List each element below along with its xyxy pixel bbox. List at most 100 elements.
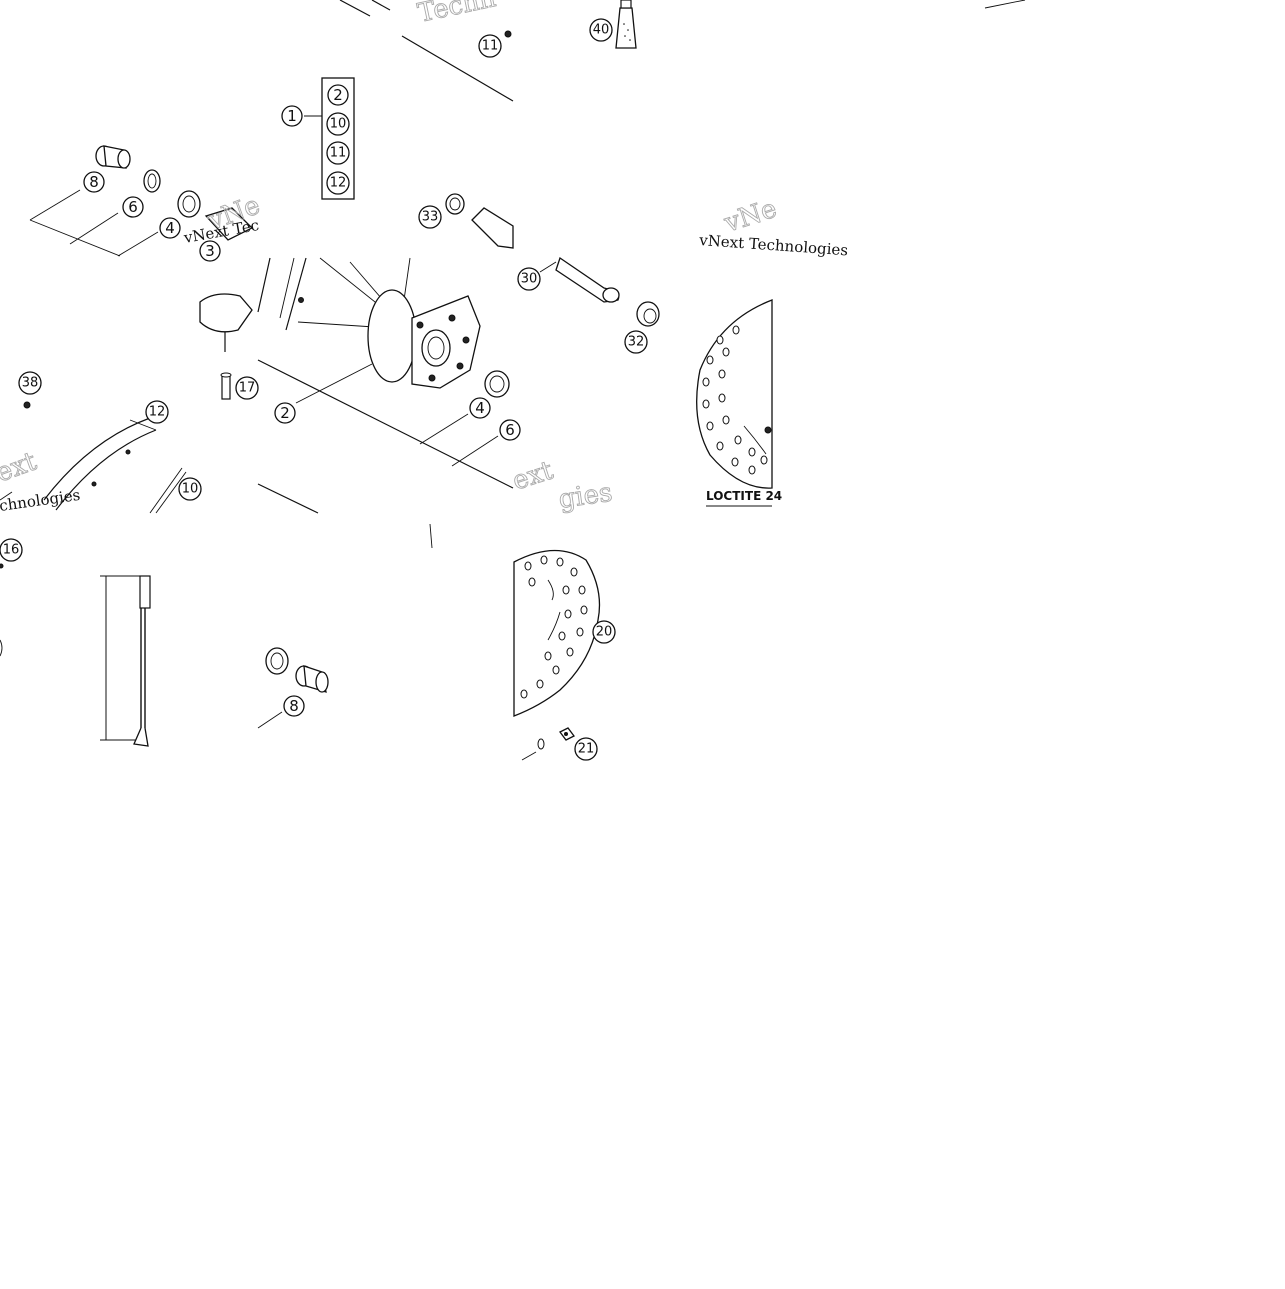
hub-part-2 [367, 289, 481, 389]
fragment-arc [0, 639, 3, 657]
loctite-note: LOCTITE 24 [706, 489, 782, 503]
callout-c-30: 30 [517, 267, 541, 291]
callout-circle [624, 330, 648, 354]
axle-line-3 [371, 0, 391, 11]
callout-c-16: 16 [0, 538, 23, 562]
leader-8b [29, 189, 81, 221]
rim-hole-2 [91, 481, 97, 487]
callout-label: 2 [280, 404, 290, 422]
callout-c-21: 21 [574, 737, 598, 761]
valve-cap-38 [23, 401, 31, 409]
callout-label: 16 [3, 543, 20, 558]
axis-line-hub-2 [257, 483, 319, 514]
leader-8-bottom [257, 711, 283, 729]
disc-slot-2 [547, 579, 554, 601]
rim-seg-c [279, 257, 295, 319]
leader-4-hub [419, 413, 469, 445]
nut-part-32 [636, 301, 660, 327]
loctite-bottle-40 [615, 0, 637, 49]
callout-c-6-hub: 6 [499, 419, 521, 441]
callout-c-6-top: 6 [122, 196, 144, 218]
callout-label: 3 [205, 242, 215, 260]
rim-edge-outer [43, 417, 151, 501]
fragment-dot [0, 563, 4, 569]
leader-13 [521, 751, 537, 761]
rim-seg-b [285, 257, 307, 331]
callout-label: 40 [593, 23, 610, 38]
callout-c-12-box: 12 [326, 171, 350, 195]
rim-hole [125, 449, 131, 455]
callout-c-4-hub: 4 [469, 397, 491, 419]
axle-end [602, 287, 620, 303]
callout-circle [418, 205, 442, 229]
rim-edge-inner [55, 429, 157, 511]
leader-4 [117, 231, 159, 257]
seal-part-33 [445, 193, 465, 215]
disc-slot [743, 425, 767, 455]
callout-label: 12 [330, 176, 347, 191]
spacer-part-8-bottom [295, 665, 329, 693]
callout-label: 4 [165, 219, 175, 237]
callout-c-11-box: 11 [326, 141, 350, 165]
callout-c-33: 33 [418, 205, 442, 229]
callout-circle [469, 397, 491, 419]
seal-part-6 [143, 169, 161, 193]
callout-c-20: 20 [592, 620, 616, 644]
spacer-part-8 [95, 145, 131, 169]
callout-c-38: 38 [18, 371, 42, 395]
tile-top-left [29, 145, 254, 257]
leader-8 [29, 219, 121, 257]
watermark-wm-3: chnologies [0, 486, 81, 515]
callout-label: 4 [475, 399, 485, 417]
tile-middle-hub [257, 257, 514, 514]
disc-bolt [764, 426, 772, 434]
callout-c-10-spoke: 10 [178, 477, 202, 501]
callout-c-3: 3 [199, 240, 221, 262]
callout-c-8-top: 8 [83, 171, 105, 193]
callout-circle [574, 737, 598, 761]
callout-circle [159, 217, 181, 239]
callout-circle [199, 240, 221, 262]
callout-label: 33 [422, 210, 439, 225]
callout-label: 11 [482, 39, 499, 54]
callout-label: 21 [578, 742, 595, 757]
tile-brake-disc-bottom [513, 549, 601, 761]
disc-holes-bottom [520, 555, 588, 699]
callout-circle [122, 196, 144, 218]
callout-label: 12 [149, 405, 166, 420]
callout-c-10-box: 10 [326, 112, 350, 136]
callout-circle [517, 267, 541, 291]
leader-2-hub [295, 363, 373, 404]
spoke-part-10 [149, 467, 183, 514]
callout-label: 8 [289, 697, 299, 715]
rim-cap [129, 419, 157, 431]
axle-line-2 [401, 35, 514, 102]
fragment-mark [429, 523, 433, 549]
brake-disc-part-20 [513, 549, 601, 717]
washer-part [537, 738, 545, 750]
callout-circle [326, 171, 350, 195]
spoke-c [403, 257, 411, 301]
nipple-11-top [504, 30, 512, 38]
watermark-outline-5: ext [509, 455, 557, 496]
callout-circle [326, 141, 350, 165]
axle-tube-top [471, 207, 514, 249]
brake-disc-fragment-top [696, 299, 773, 489]
rim-nipple [298, 297, 304, 303]
leader-6 [69, 212, 119, 245]
callout-circle [283, 695, 305, 717]
bolt-part-17 [220, 372, 232, 400]
callout-circle [589, 18, 613, 42]
tile-top-right [615, 0, 1026, 49]
axis-line-hub [257, 359, 514, 489]
callout-label: 10 [330, 117, 347, 132]
callout-circle [326, 112, 350, 136]
callout-label: 32 [628, 335, 645, 350]
callout-label: 38 [22, 376, 39, 391]
fragment-line [984, 0, 1026, 9]
callout-c-11-top: 11 [478, 34, 502, 58]
callout-label: 6 [128, 198, 138, 216]
disc-slot-3 [547, 611, 561, 641]
